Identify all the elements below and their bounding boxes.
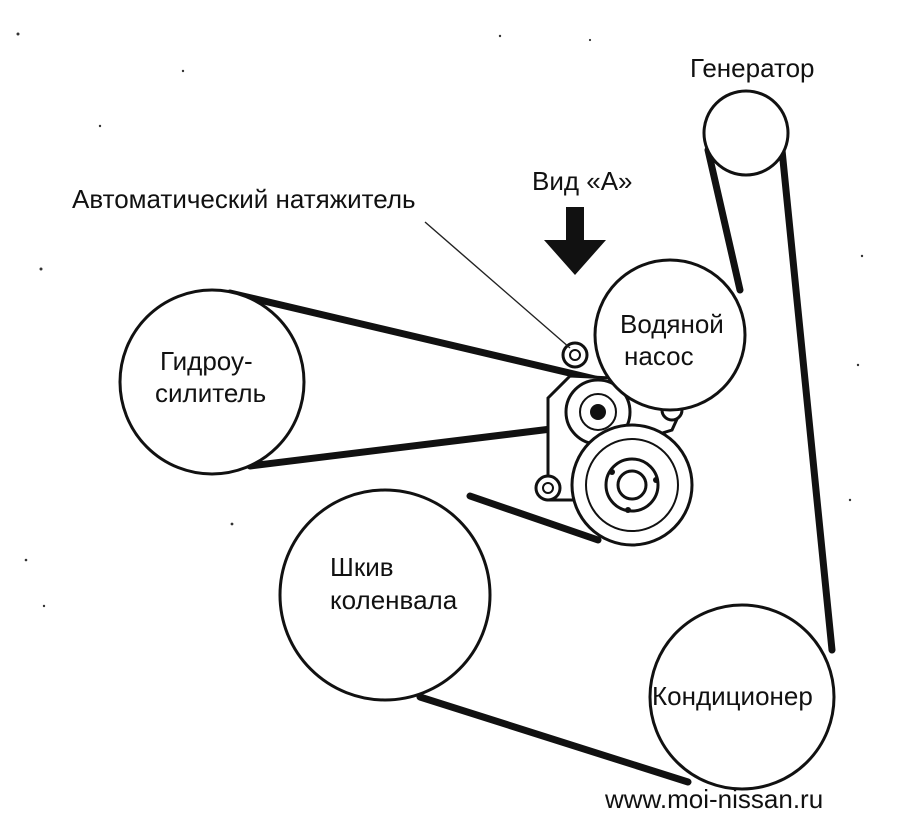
tensioner-bolt-left (534, 474, 562, 502)
generator-label: Генератор (690, 53, 815, 83)
watermark-text: www.moi-nissan.ru (604, 784, 823, 814)
ac-label: Кондиционер (652, 681, 813, 711)
power-steering-pulley (118, 288, 306, 476)
tensioner-bolt-top (561, 341, 589, 369)
water-pump-label-line2: насос (624, 341, 694, 371)
crankshaft-label-line1: Шкив (330, 552, 394, 582)
belt-segment-crank-ac (416, 693, 692, 786)
crankshaft-label-line2: коленвала (330, 585, 458, 615)
view-a-label: Вид «А» (532, 166, 633, 196)
belt-segment-steering-top (226, 289, 616, 387)
crankshaft-pulley (278, 488, 492, 702)
power-steering-label-line2: силитель (155, 378, 266, 408)
belt-segment-generator-left (704, 146, 744, 294)
tensioner-leader-line (424, 221, 571, 349)
tensioner-pulley (570, 423, 694, 547)
belt-segment-crank-tensioner (466, 492, 602, 544)
scan-speckles (16, 32, 864, 608)
water-pump-pulley (593, 258, 747, 412)
tensioner-label: Автоматический натяжитель (72, 184, 416, 214)
power-steering-label-line1: Гидроу- (160, 346, 253, 376)
view-a-arrow (544, 207, 606, 275)
ac-compressor-pulley (648, 603, 836, 791)
belt-segment-generator-right (778, 146, 836, 654)
generator-pulley (702, 89, 790, 177)
water-pump-label-line1: Водяной (620, 309, 724, 339)
